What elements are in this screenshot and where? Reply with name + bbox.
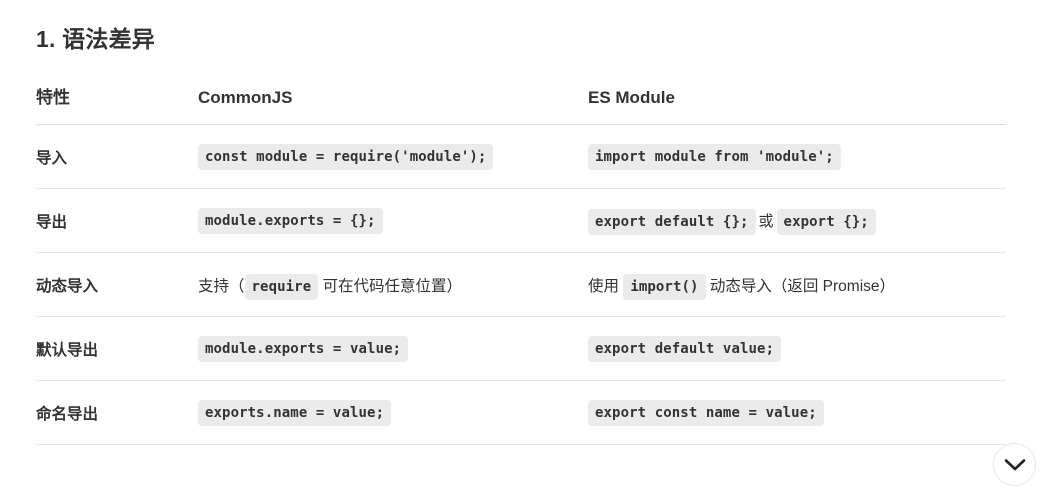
row-feature-label: 默认导出 — [36, 316, 198, 381]
table-row: 导入 const module = require('module'); imp… — [36, 124, 1006, 189]
row-feature-label: 导入 — [36, 124, 198, 189]
code-snippet: require — [244, 273, 319, 300]
text-suffix: 可在代码任意位置） — [318, 277, 463, 295]
table-row: 动态导入 支持（require 可在代码任意位置） 使用 import() 动态… — [36, 252, 1006, 317]
code-snippet-alt: export {}; — [776, 209, 876, 235]
row-commonjs-cell: module.exports = {}; — [198, 188, 588, 253]
table-header-row: 特性 CommonJS ES Module — [36, 83, 1006, 125]
row-esmodule-cell: export const name = value; — [588, 380, 1006, 445]
row-feature-label: 命名导出 — [36, 380, 198, 445]
row-feature-label: 导出 — [36, 188, 198, 253]
code-snippet: module.exports = {}; — [198, 207, 383, 234]
scroll-down-button[interactable] — [993, 443, 1036, 486]
table-row: 导出 module.exports = {}; export default {… — [36, 188, 1006, 253]
code-snippet: const module = require('module'); — [198, 143, 494, 170]
code-snippet: module.exports = value; — [198, 335, 409, 362]
column-header-commonjs: CommonJS — [198, 83, 588, 125]
row-commonjs-cell: const module = require('module'); — [198, 124, 588, 189]
code-snippet: import() — [623, 273, 706, 300]
text-prefix: 支持（ — [198, 277, 245, 295]
row-esmodule-cell: import module from 'module'; — [588, 124, 1006, 189]
row-commonjs-cell: 支持（require 可在代码任意位置） — [198, 252, 588, 317]
table-row: 命名导出 exports.name = value; export const … — [36, 380, 1006, 445]
row-commonjs-cell: module.exports = value; — [198, 316, 588, 381]
row-esmodule-cell: export default value; — [588, 316, 1006, 381]
code-separator-word: 或 — [758, 213, 774, 230]
text-suffix: 动态导入（返回 Promise） — [705, 277, 896, 295]
row-esmodule-cell: 使用 import() 动态导入（返回 Promise） — [588, 252, 1006, 317]
row-feature-label: 动态导入 — [36, 252, 198, 317]
code-snippet: exports.name = value; — [198, 399, 392, 426]
comparison-table: 特性 CommonJS ES Module 导入 const module = … — [36, 83, 1006, 445]
column-header-feature: 特性 — [36, 83, 198, 125]
text-prefix: 使用 — [588, 277, 624, 295]
page-title: 1. 语法差异 — [36, 26, 155, 52]
code-snippet: export default value; — [588, 335, 782, 362]
code-snippet: export const name = value; — [588, 399, 824, 426]
table-row: 默认导出 module.exports = value; export defa… — [36, 316, 1006, 381]
column-header-esmodule: ES Module — [588, 83, 1006, 125]
code-snippet: import module from 'module'; — [588, 143, 841, 170]
code-snippet: export default {}; — [588, 209, 756, 235]
chevron-down-icon — [1004, 458, 1026, 472]
row-commonjs-cell: exports.name = value; — [198, 380, 588, 445]
